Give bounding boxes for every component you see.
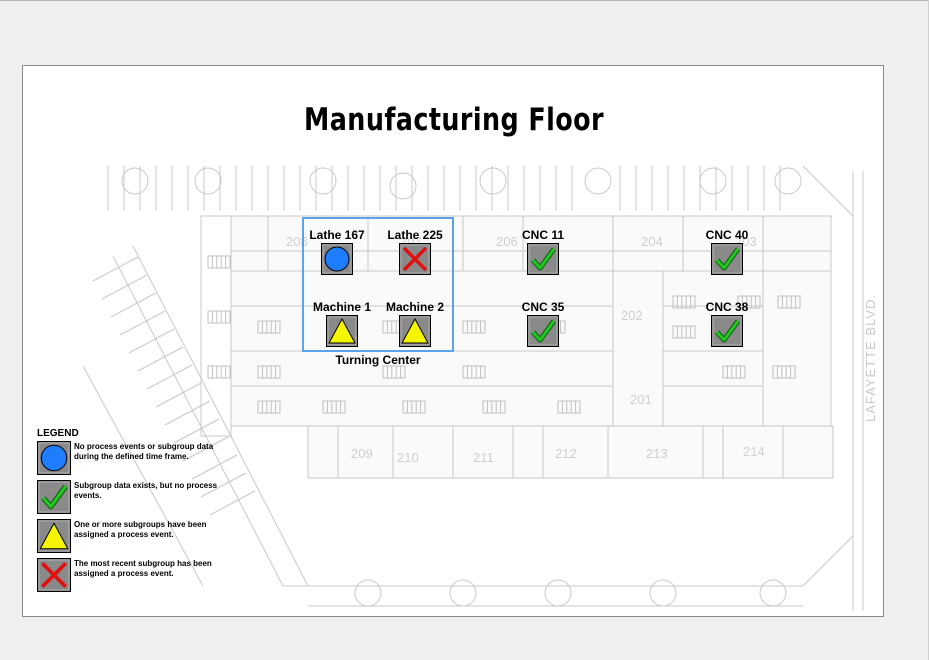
station-label: Lathe 167 (309, 228, 365, 242)
tree-icon (121, 167, 149, 195)
red-x-icon (37, 558, 71, 592)
station-label: Machine 2 (385, 300, 445, 314)
legend-text: Subgroup data exists, but no process eve… (74, 481, 218, 500)
room-label: 213 (646, 446, 668, 461)
green-check-icon[interactable] (527, 243, 559, 275)
green-check-icon[interactable] (711, 243, 743, 275)
station-cnc-40[interactable]: CNC 40 (687, 228, 767, 275)
floor-grate (322, 400, 346, 414)
station-label: CNC 11 (521, 228, 565, 242)
tree-icon (389, 172, 417, 200)
room-label: 209 (351, 446, 373, 461)
floor-grate (672, 325, 696, 339)
station-machine-1[interactable]: Machine 1 (302, 300, 382, 347)
tree-icon (699, 167, 727, 195)
floor-grate (462, 320, 486, 334)
turning-center-group (302, 217, 454, 352)
tree-icon (649, 579, 677, 607)
station-label: Lathe 225 (387, 228, 443, 242)
floor-grate (207, 365, 231, 379)
room-label: 210 (397, 450, 419, 465)
tree-icon (194, 167, 222, 195)
room-label: 214 (743, 444, 765, 459)
station-label: CNC 35 (521, 300, 565, 314)
station-label: CNC 38 (705, 300, 749, 314)
page-title: Manufacturing Floor (304, 102, 604, 138)
floor-grate (207, 255, 231, 269)
green-check-icon[interactable] (711, 315, 743, 347)
legend-text: The most recent subgroup has been assign… (74, 559, 212, 578)
station-cnc-38[interactable]: CNC 38 (687, 300, 767, 347)
floor-grate (382, 365, 406, 379)
tree-icon (479, 167, 507, 195)
room-label: 204 (641, 234, 663, 249)
floor-grate (207, 310, 231, 324)
tree-icon (774, 167, 802, 195)
floor-grate (737, 295, 761, 309)
tree-icon (449, 579, 477, 607)
tree-icon (354, 579, 382, 607)
legend-title: LEGEND (37, 428, 79, 439)
floor-grate (772, 365, 796, 379)
room-label: 202 (621, 308, 643, 323)
legend: LEGEND No process events or subgroup dat… (37, 428, 227, 592)
group-label: Turning Center (335, 353, 421, 367)
station-lathe-225[interactable]: Lathe 225 (375, 228, 455, 275)
station-cnc-35[interactable]: CNC 35 (503, 300, 583, 347)
station-label: Machine 1 (312, 300, 372, 314)
tree-icon (584, 167, 612, 195)
room-label: 201 (630, 392, 652, 407)
legend-text: No process events or subgroup data durin… (74, 442, 214, 461)
room-label: 212 (555, 446, 577, 461)
legend-text: One or more subgroups have been assigned… (74, 520, 207, 539)
window-top-border (0, 0, 929, 1)
floor-grate (402, 400, 426, 414)
green-check-icon[interactable] (527, 315, 559, 347)
floor-grate (462, 365, 486, 379)
floor-grate (482, 400, 506, 414)
red-x-icon[interactable] (399, 243, 431, 275)
yellow-triangle-icon[interactable] (399, 315, 431, 347)
station-machine-2[interactable]: Machine 2 (375, 300, 455, 347)
blue-circle-icon (37, 441, 71, 475)
floor-grate (777, 295, 801, 309)
floor-grate (257, 320, 281, 334)
floor-grate (672, 295, 696, 309)
floor-grate (557, 400, 581, 414)
yellow-triangle-icon[interactable] (326, 315, 358, 347)
yellow-triangle-icon (37, 519, 71, 553)
blue-circle-icon[interactable] (321, 243, 353, 275)
station-label: CNC 40 (705, 228, 749, 242)
floor-grate (722, 365, 746, 379)
room-label: 206 (496, 234, 518, 249)
room-label: 211 (473, 450, 494, 465)
tree-icon (759, 579, 787, 607)
floor-grate (257, 365, 281, 379)
street-label: LAFAYETTE BLVD. (863, 294, 878, 422)
station-cnc-11[interactable]: CNC 11 (503, 228, 583, 275)
green-check-icon (37, 480, 71, 514)
tree-icon (309, 167, 337, 195)
station-lathe-167[interactable]: Lathe 167 (297, 228, 377, 275)
floor-grate (257, 400, 281, 414)
tree-icon (544, 579, 572, 607)
